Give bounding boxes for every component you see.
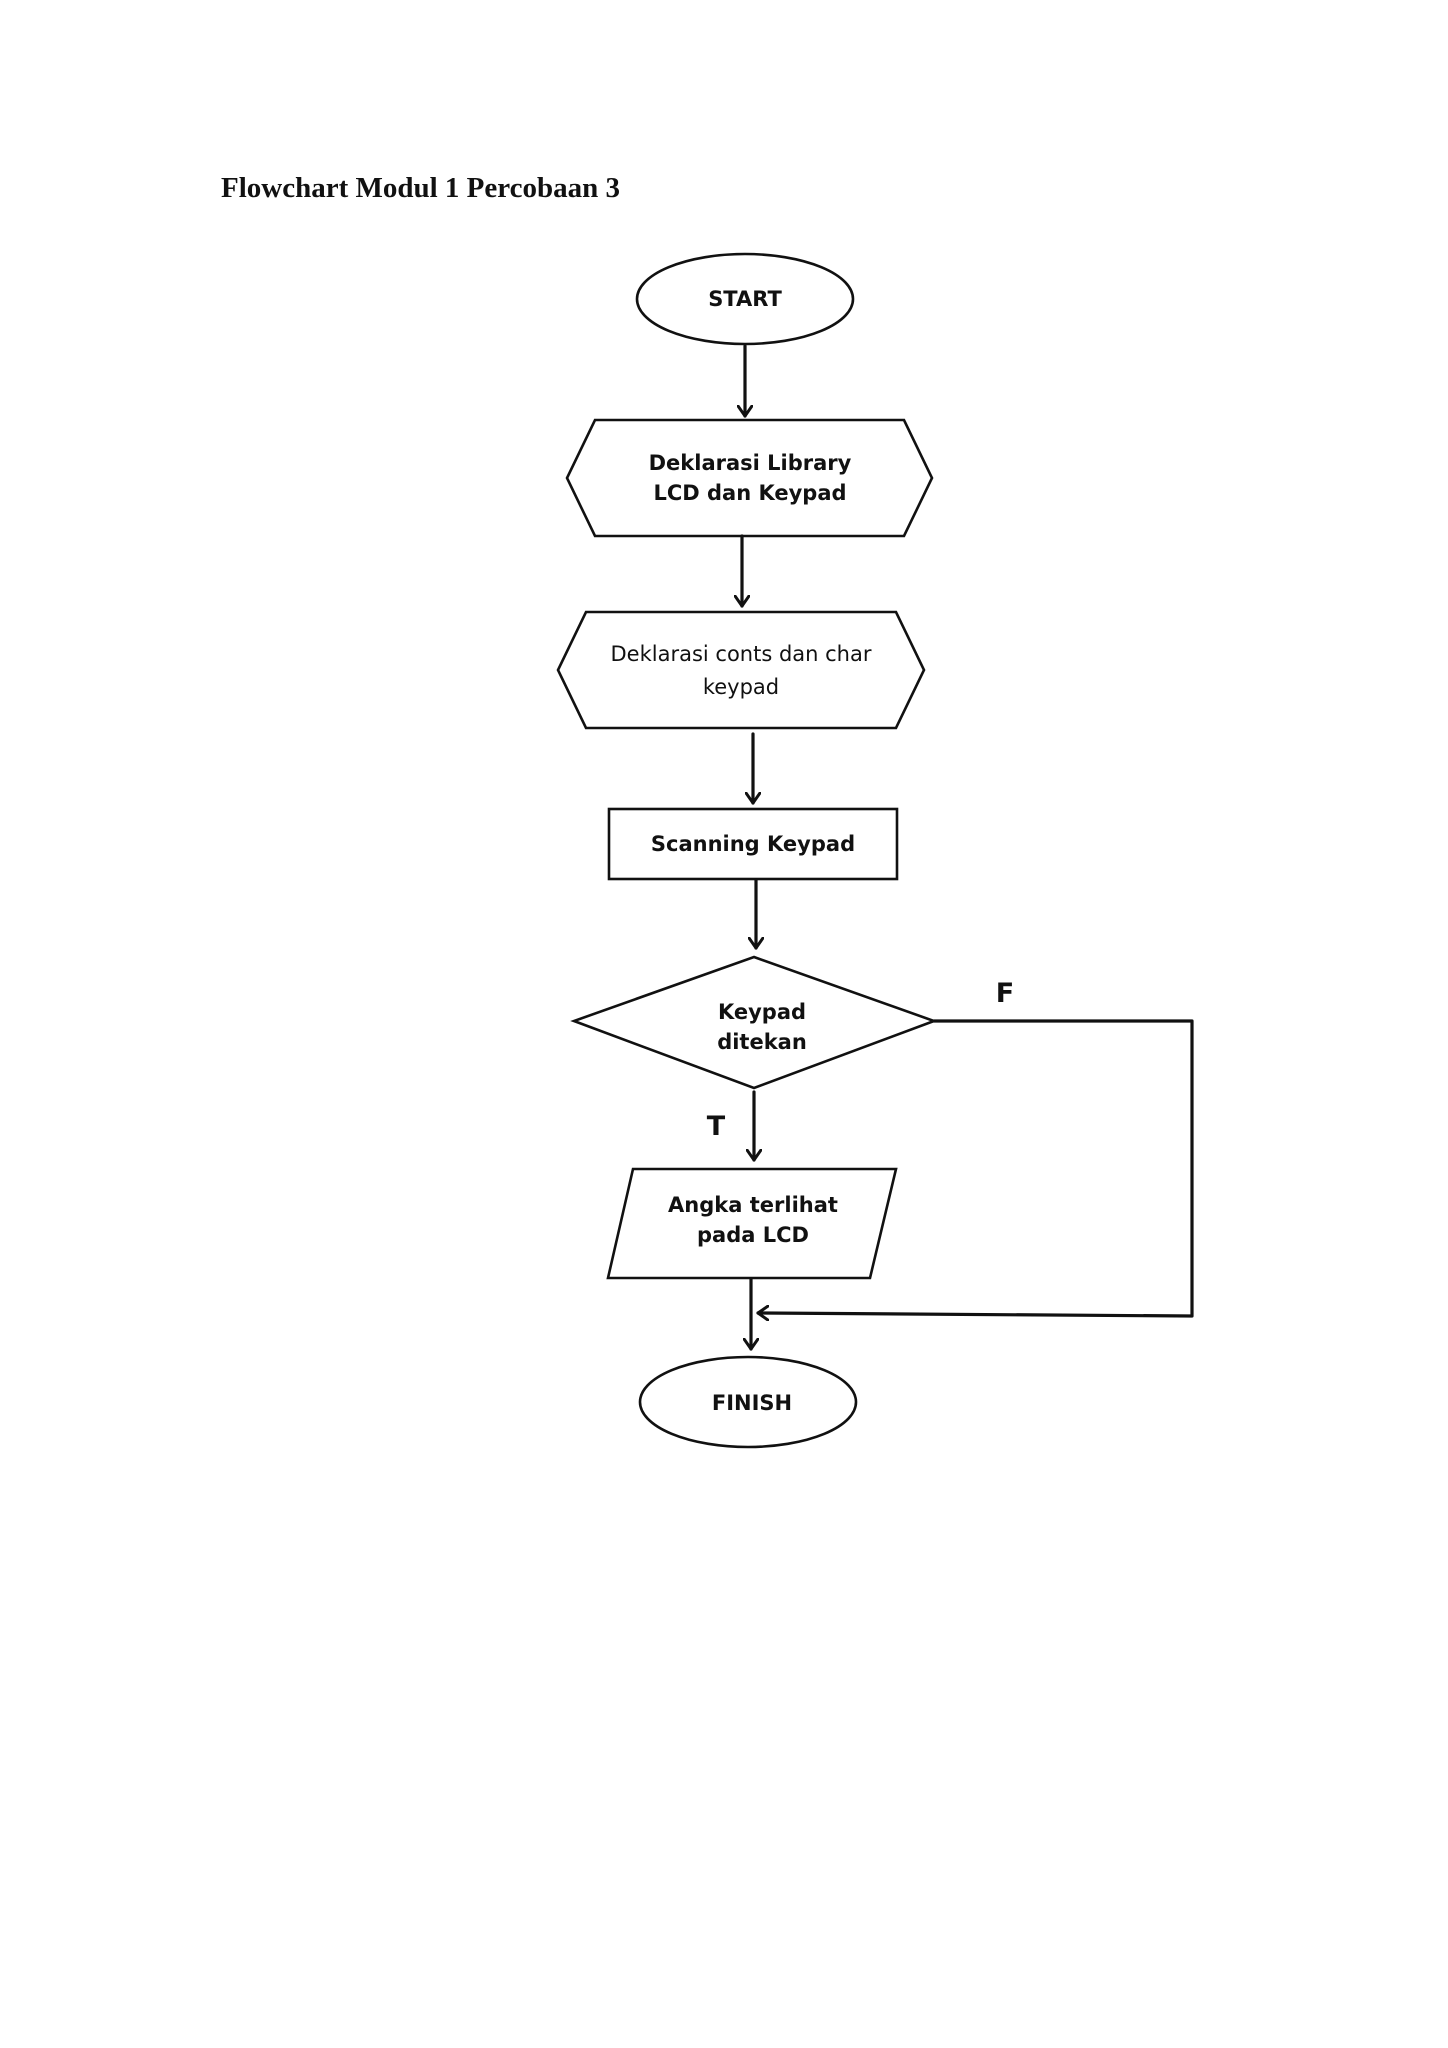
true-branch-label: T xyxy=(707,1111,726,1142)
const-declaration-shape xyxy=(556,610,926,730)
scanning-label: Scanning Keypad xyxy=(651,832,855,856)
decision-shape xyxy=(570,955,938,1090)
output-line2: pada LCD xyxy=(697,1223,809,1247)
start-label: START xyxy=(708,287,782,311)
library-declaration-shape xyxy=(565,418,934,538)
decision-line2: ditekan xyxy=(717,1030,807,1054)
display-output-step: Angka terlihat pada LCD xyxy=(606,1167,898,1280)
scanning-shape xyxy=(607,807,899,881)
library-declaration-line1: Deklarasi Library xyxy=(649,451,852,475)
library-declaration-step: Deklarasi Library LCD dan Keypad xyxy=(565,418,934,538)
const-declaration-line2: keypad xyxy=(703,675,779,699)
const-declaration-line1: Deklarasi conts dan char xyxy=(610,642,871,666)
finish-shape xyxy=(638,1355,858,1449)
scanning-process: Scanning Keypad xyxy=(607,807,899,881)
finish-terminator: FINISH xyxy=(638,1355,858,1449)
decision-line1: Keypad xyxy=(718,1000,806,1024)
connector-false-branch xyxy=(756,1019,1194,1316)
finish-label: FINISH xyxy=(712,1391,792,1415)
library-declaration-line2: LCD dan Keypad xyxy=(653,481,846,505)
start-shape xyxy=(635,252,855,346)
start-terminator: START xyxy=(635,252,855,346)
keypad-pressed-decision: Keypad ditekan xyxy=(570,955,938,1090)
output-line1: Angka terlihat xyxy=(668,1193,838,1217)
output-shape xyxy=(606,1167,898,1280)
false-branch-label: F xyxy=(996,978,1014,1009)
const-declaration-step: Deklarasi conts dan char keypad xyxy=(556,610,926,730)
page-title: Flowchart Modul 1 Percobaan 3 xyxy=(221,172,620,204)
